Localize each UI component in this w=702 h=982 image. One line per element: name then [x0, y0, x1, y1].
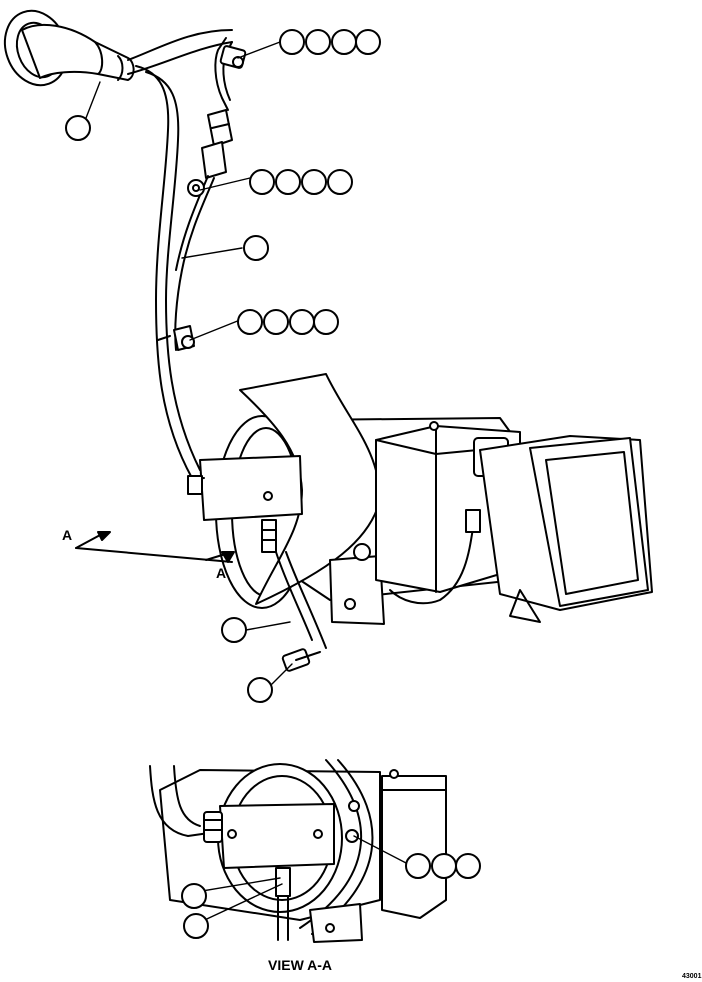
- section-arrows: A A: [62, 527, 235, 581]
- callout-single-4: [247, 677, 273, 703]
- callout-single-2: [243, 235, 269, 261]
- leader-lines: [85, 41, 293, 685]
- section-arrow-label-a2: A: [216, 565, 226, 581]
- callout-single-3: [221, 617, 247, 643]
- callout-single-1: [65, 115, 91, 141]
- grommet-boot: [3, 9, 135, 87]
- callout-group-view: [405, 853, 481, 879]
- callout-view-single-1: [181, 883, 207, 909]
- callout-view-single-2: [183, 913, 209, 939]
- callout-group-top-right: [279, 29, 381, 55]
- main-view: A A: [3, 9, 653, 703]
- callout-group-mid-1: [249, 169, 353, 195]
- section-arrow-label-a1: A: [62, 527, 72, 543]
- wire-harness: [127, 29, 247, 479]
- view-caption: VIEW A-A: [268, 957, 332, 973]
- figure-number: 43001: [682, 973, 702, 980]
- view-a-a: VIEW A-A: [149, 759, 481, 973]
- callout-group-mid-2: [237, 309, 339, 335]
- work-light-assembly: [187, 373, 653, 672]
